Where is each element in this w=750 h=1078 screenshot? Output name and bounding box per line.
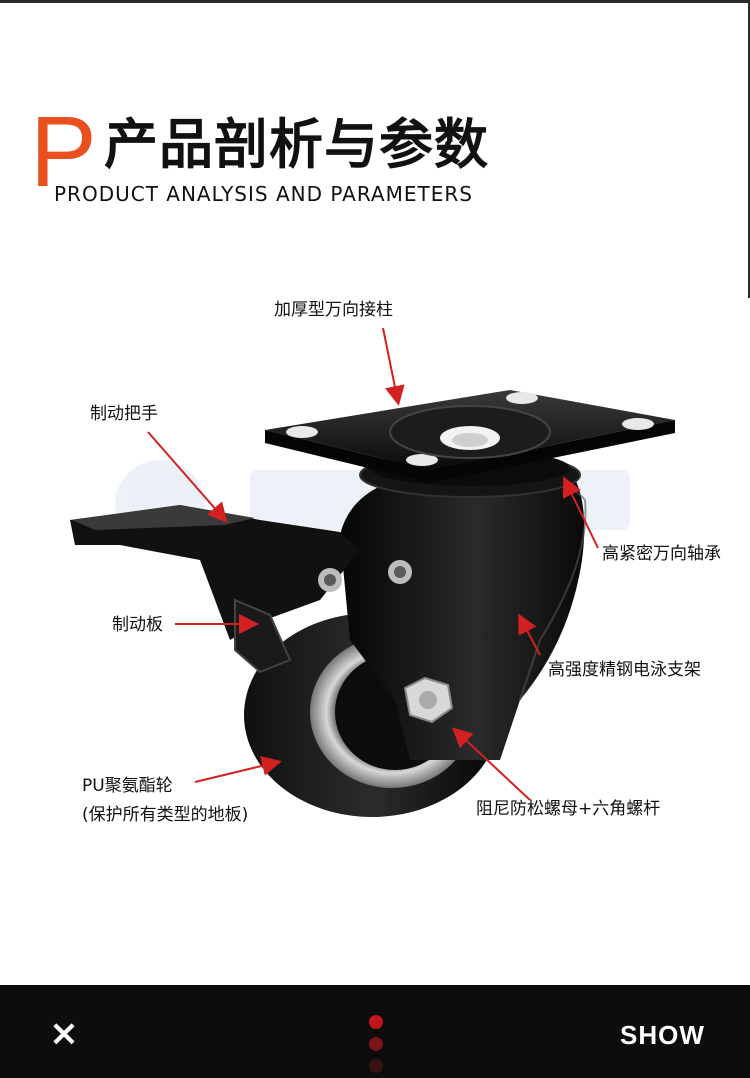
label-wheel: PU聚氨酯轮 [82, 776, 173, 796]
label-bracket: 高强度精钢电泳支架 [548, 660, 701, 680]
right-border [748, 0, 750, 298]
page-dot[interactable] [369, 1059, 383, 1073]
show-button[interactable]: SHOW [620, 1020, 705, 1050]
label-wheel-note: (保护所有类型的地板) [82, 805, 249, 825]
close-icon[interactable]: × [48, 1013, 80, 1054]
label-brake-plate: 制动板 [112, 615, 163, 635]
page-subtitle: PRODUCT ANALYSIS AND PARAMETERS [54, 182, 473, 206]
label-bearing: 高紧密万向轴承 [602, 544, 721, 564]
label-top-plate: 加厚型万向接柱 [274, 300, 393, 320]
page-dot[interactable] [369, 1037, 383, 1051]
label-brake-handle: 制动把手 [90, 404, 158, 424]
caster-wheel-illustration [70, 327, 675, 817]
heading-letter: P [30, 96, 97, 208]
page-dot-active[interactable] [369, 1015, 383, 1029]
label-nut-bolt: 阻尼防松螺母+六角螺杆 [476, 799, 661, 819]
page-title: 产品剖析与参数 [104, 112, 489, 176]
top-border [0, 0, 750, 3]
